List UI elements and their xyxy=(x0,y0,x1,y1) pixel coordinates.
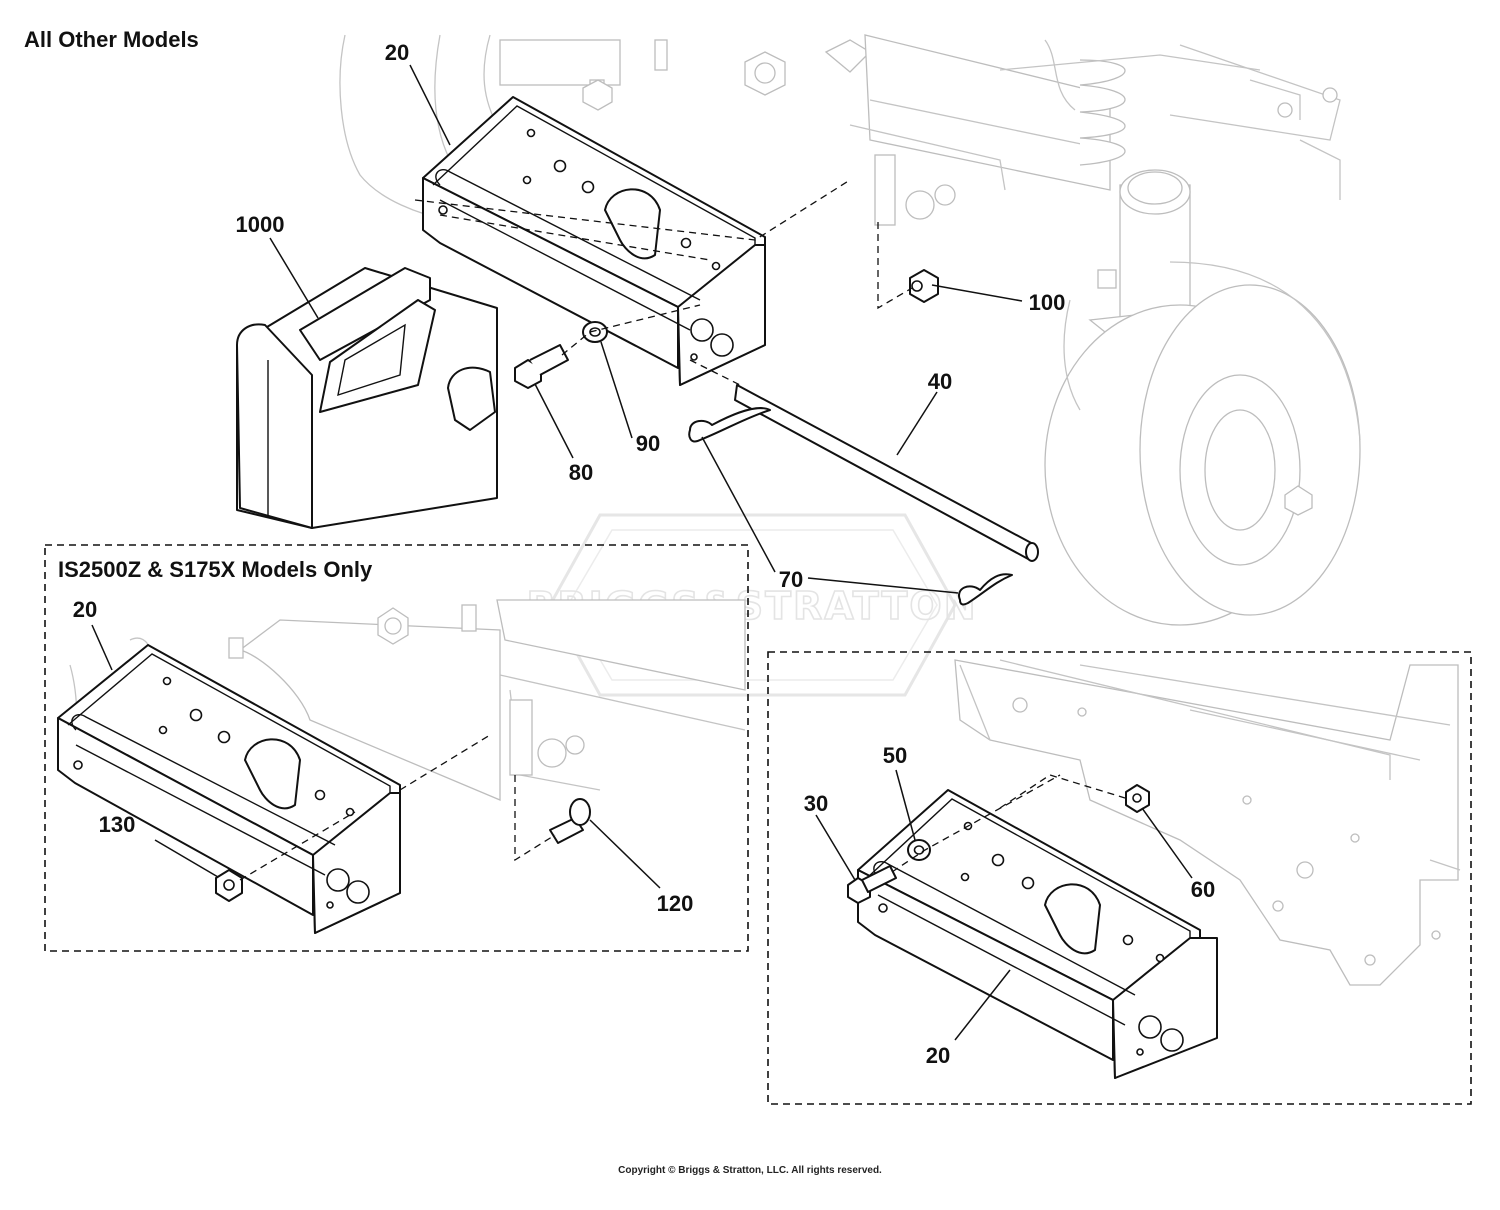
nut-100 xyxy=(909,269,939,303)
assembly-lines-top xyxy=(414,179,913,386)
mower-frame-background xyxy=(339,34,1361,626)
callout-40: 40 xyxy=(928,369,952,394)
callout-20-inset: 20 xyxy=(73,597,97,622)
leader-lines-top xyxy=(269,64,1023,594)
hairpin-clip-lower xyxy=(958,573,1013,606)
callout-130: 130 xyxy=(99,812,136,837)
callout-20-top: 20 xyxy=(385,40,409,65)
hairpin-clip-upper xyxy=(688,407,771,443)
bolt-80-head xyxy=(514,359,542,389)
callout-50: 50 xyxy=(883,743,907,768)
bolt-120-head xyxy=(569,798,591,826)
callout-90: 90 xyxy=(636,431,660,456)
inset-is2500z-s175x xyxy=(44,544,749,952)
callout-60: 60 xyxy=(1191,877,1215,902)
callout-30: 30 xyxy=(804,791,828,816)
callout-80: 80 xyxy=(569,460,593,485)
callout-20-right: 20 xyxy=(926,1043,950,1068)
callout-120: 120 xyxy=(657,891,694,916)
right-detail-box xyxy=(767,651,1472,1105)
callout-100: 100 xyxy=(1029,290,1066,315)
bolt-30-shank xyxy=(861,865,897,893)
callout-1000: 1000 xyxy=(236,212,285,237)
heading-is2500z-s175x: IS2500Z & S175X Models Only xyxy=(58,557,373,582)
pin-40 xyxy=(734,384,1036,561)
hardware-top xyxy=(514,269,1039,606)
heading-all-other-models: All Other Models xyxy=(24,27,199,52)
suitcase-weight xyxy=(236,267,498,529)
callout-70: 70 xyxy=(779,567,803,592)
bolt-80-shank xyxy=(529,344,569,376)
copyright-notice: Copyright © Briggs & Stratton, LLC. All … xyxy=(618,1165,882,1176)
